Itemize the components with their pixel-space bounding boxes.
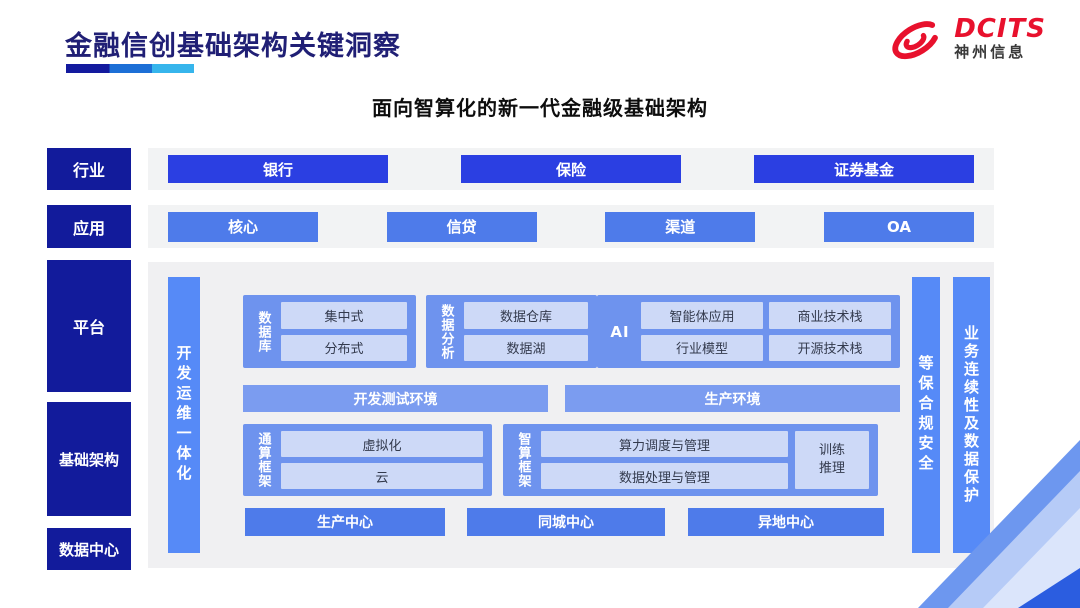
logo-brand-text: DCITS [954,14,1046,44]
industry-item-bank: 银行 [168,155,388,183]
page-title: 金融信创基础架构关键洞察 [65,31,401,62]
same-city-center: 同城中心 [467,508,665,536]
title-accent-bar [66,64,194,73]
rail-label-datacenter: 数据中心 [47,528,131,570]
ai-item-commercial-stack: 商业技术栈 [769,302,891,329]
database-item-centralized: 集中式 [281,302,407,329]
analytics-item-lake: 数据湖 [464,334,588,361]
application-item-channel: 渠道 [605,211,756,242]
diagram-title: 面向智算化的新一代金融级基础架构 [372,96,708,120]
ai-framework-item-data-processing: 数据处理与管理 [541,463,788,489]
rail-label-application: 应用 [47,205,131,248]
platform-container: 开发运维一体化 等保合规安全 业务连续性及数据保护 数据库 集中式 分布式 数据… [148,262,994,568]
security-compliance-bar: 等保合规安全 [912,277,940,553]
industry-item-securities: 证券基金 [754,155,974,183]
production-center: 生产中心 [245,508,445,536]
analytics-group: 数据分析 数据仓库 数据湖 [426,295,597,368]
industry-row: 银行 保险 证券基金 [148,148,994,190]
train-inference-box: 训练 推理 [795,431,869,489]
general-item-cloud: 云 [281,463,483,489]
production-environment-bar: 生产环境 [565,385,900,412]
ai-item-industry-model: 行业模型 [641,334,763,361]
business-continuity-bar: 业务连续性及数据保护 [953,277,990,553]
ai-group: AI 智能体应用 商业技术栈 行业模型 开源技术栈 [597,295,900,368]
ai-item-opensource-stack: 开源技术栈 [769,334,891,361]
rail-label-industry: 行业 [47,148,131,190]
database-item-distributed: 分布式 [281,334,407,361]
database-group-label: 数据库 [255,310,271,353]
database-group: 数据库 集中式 分布式 [243,295,416,368]
devops-bar: 开发运维一体化 [168,277,200,553]
application-item-core: 核心 [168,211,318,242]
application-item-oa: OA [823,211,974,242]
general-framework-label: 通算框架 [255,432,271,488]
ai-item-agent-app: 智能体应用 [641,302,763,329]
rail-label-platform: 平台 [47,260,131,392]
application-row: 核心 信贷 渠道 OA [148,205,994,248]
ai-framework-item-scheduling: 算力调度与管理 [541,431,788,457]
analytics-item-warehouse: 数据仓库 [464,302,588,329]
remote-center: 异地中心 [688,508,884,536]
ai-framework-label: 智算框架 [515,432,531,488]
analytics-group-label: 数据分析 [438,303,454,360]
application-item-credit: 信贷 [386,211,537,242]
industry-item-insurance: 保险 [461,155,681,183]
general-compute-framework-group: 通算框架 虚拟化 云 [243,424,492,496]
ai-group-label: AI [610,322,630,341]
ai-compute-framework-group: 智算框架 算力调度与管理 数据处理与管理 训练 推理 [503,424,878,496]
logo-company-text: 神州信息 [954,43,1027,62]
general-item-virtualization: 虚拟化 [281,431,483,457]
swirl-icon [892,20,940,59]
rail-label-infrastructure: 基础架构 [47,402,131,516]
dcits-logo: DCITS 神州信息 [887,14,1046,62]
dev-test-environment-bar: 开发测试环境 [243,385,548,412]
